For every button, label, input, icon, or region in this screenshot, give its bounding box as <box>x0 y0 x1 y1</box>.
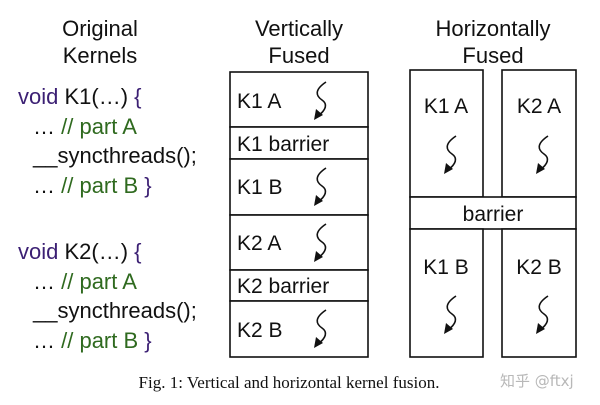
label-k2b: K2 B <box>237 319 283 342</box>
block-k1a <box>229 71 369 128</box>
code-block-k1: void K1(…) { … // part A __syncthreads()… <box>18 84 197 198</box>
block-k2a <box>501 69 577 198</box>
keyword-void: void <box>18 239 58 264</box>
svg-text:void K1(…) {: void K1(…) { <box>18 84 142 109</box>
title-vertical-line1: Vertically <box>255 16 343 41</box>
code-block-k2: void K2(…) { … // part A __syncthreads()… <box>18 239 197 353</box>
comment-part-a: // part A <box>61 269 137 294</box>
label-k2b: K2 B <box>516 256 562 279</box>
block-k1b <box>409 228 484 358</box>
title-vertical-line2: Fused <box>268 43 329 68</box>
title-original-line2: Kernels <box>63 43 138 68</box>
title-horizontal-line1: Horizontally <box>436 16 551 41</box>
title-horizontal-line2: Fused <box>462 43 523 68</box>
brace-close: } <box>144 173 151 198</box>
label-k2a: K2 A <box>517 95 561 118</box>
label-k1b: K1 B <box>237 176 283 199</box>
label-barrier: barrier <box>463 203 524 226</box>
svg-text:… // part A: … // part A <box>33 114 137 139</box>
block-k2b <box>229 300 369 358</box>
comment-part-a: // part A <box>61 114 137 139</box>
function-name: K2(…) <box>58 239 134 264</box>
label-k1b: K1 B <box>423 256 469 279</box>
syncthreads-call: __syncthreads(); <box>32 298 197 323</box>
label-k1a: K1 A <box>424 95 468 118</box>
block-barrier <box>409 196 577 230</box>
vertical-fused-stack: K1 A K1 barrier K1 B K2 A K2 barrier K2 … <box>229 71 369 358</box>
keyword-void: void <box>18 84 58 109</box>
block-k1-barrier <box>229 126 369 160</box>
title-original-line1: Original <box>62 16 138 41</box>
comment-part-b: // part B <box>61 173 144 198</box>
svg-text:void K2(…) {: void K2(…) { <box>18 239 142 264</box>
svg-text:… // part A: … // part A <box>33 269 137 294</box>
figure-caption: Fig. 1: Vertical and horizontal kernel f… <box>139 373 440 392</box>
label-k2-barrier: K2 barrier <box>237 275 329 298</box>
comment-part-b: // part B <box>61 328 144 353</box>
label-k1a: K1 A <box>237 90 281 113</box>
svg-text:… // part B }: … // part B } <box>33 173 152 198</box>
block-k1b <box>229 158 369 216</box>
brace-open: { <box>134 84 141 109</box>
block-k1a <box>409 69 484 198</box>
label-k2a: K2 A <box>237 232 281 255</box>
label-k1-barrier: K1 barrier <box>237 133 329 156</box>
svg-text:… // part B }: … // part B } <box>33 328 152 353</box>
horizontal-fused-grid: K1 A K2 A barrier K1 B K2 B <box>409 69 577 358</box>
syncthreads-call: __syncthreads(); <box>32 143 197 168</box>
block-k2b <box>501 228 577 358</box>
function-name: K1(…) <box>58 84 134 109</box>
brace-open: { <box>134 239 141 264</box>
block-k2a <box>229 214 369 271</box>
brace-close: } <box>144 328 151 353</box>
watermark: 知乎 @ftxj <box>500 372 574 390</box>
